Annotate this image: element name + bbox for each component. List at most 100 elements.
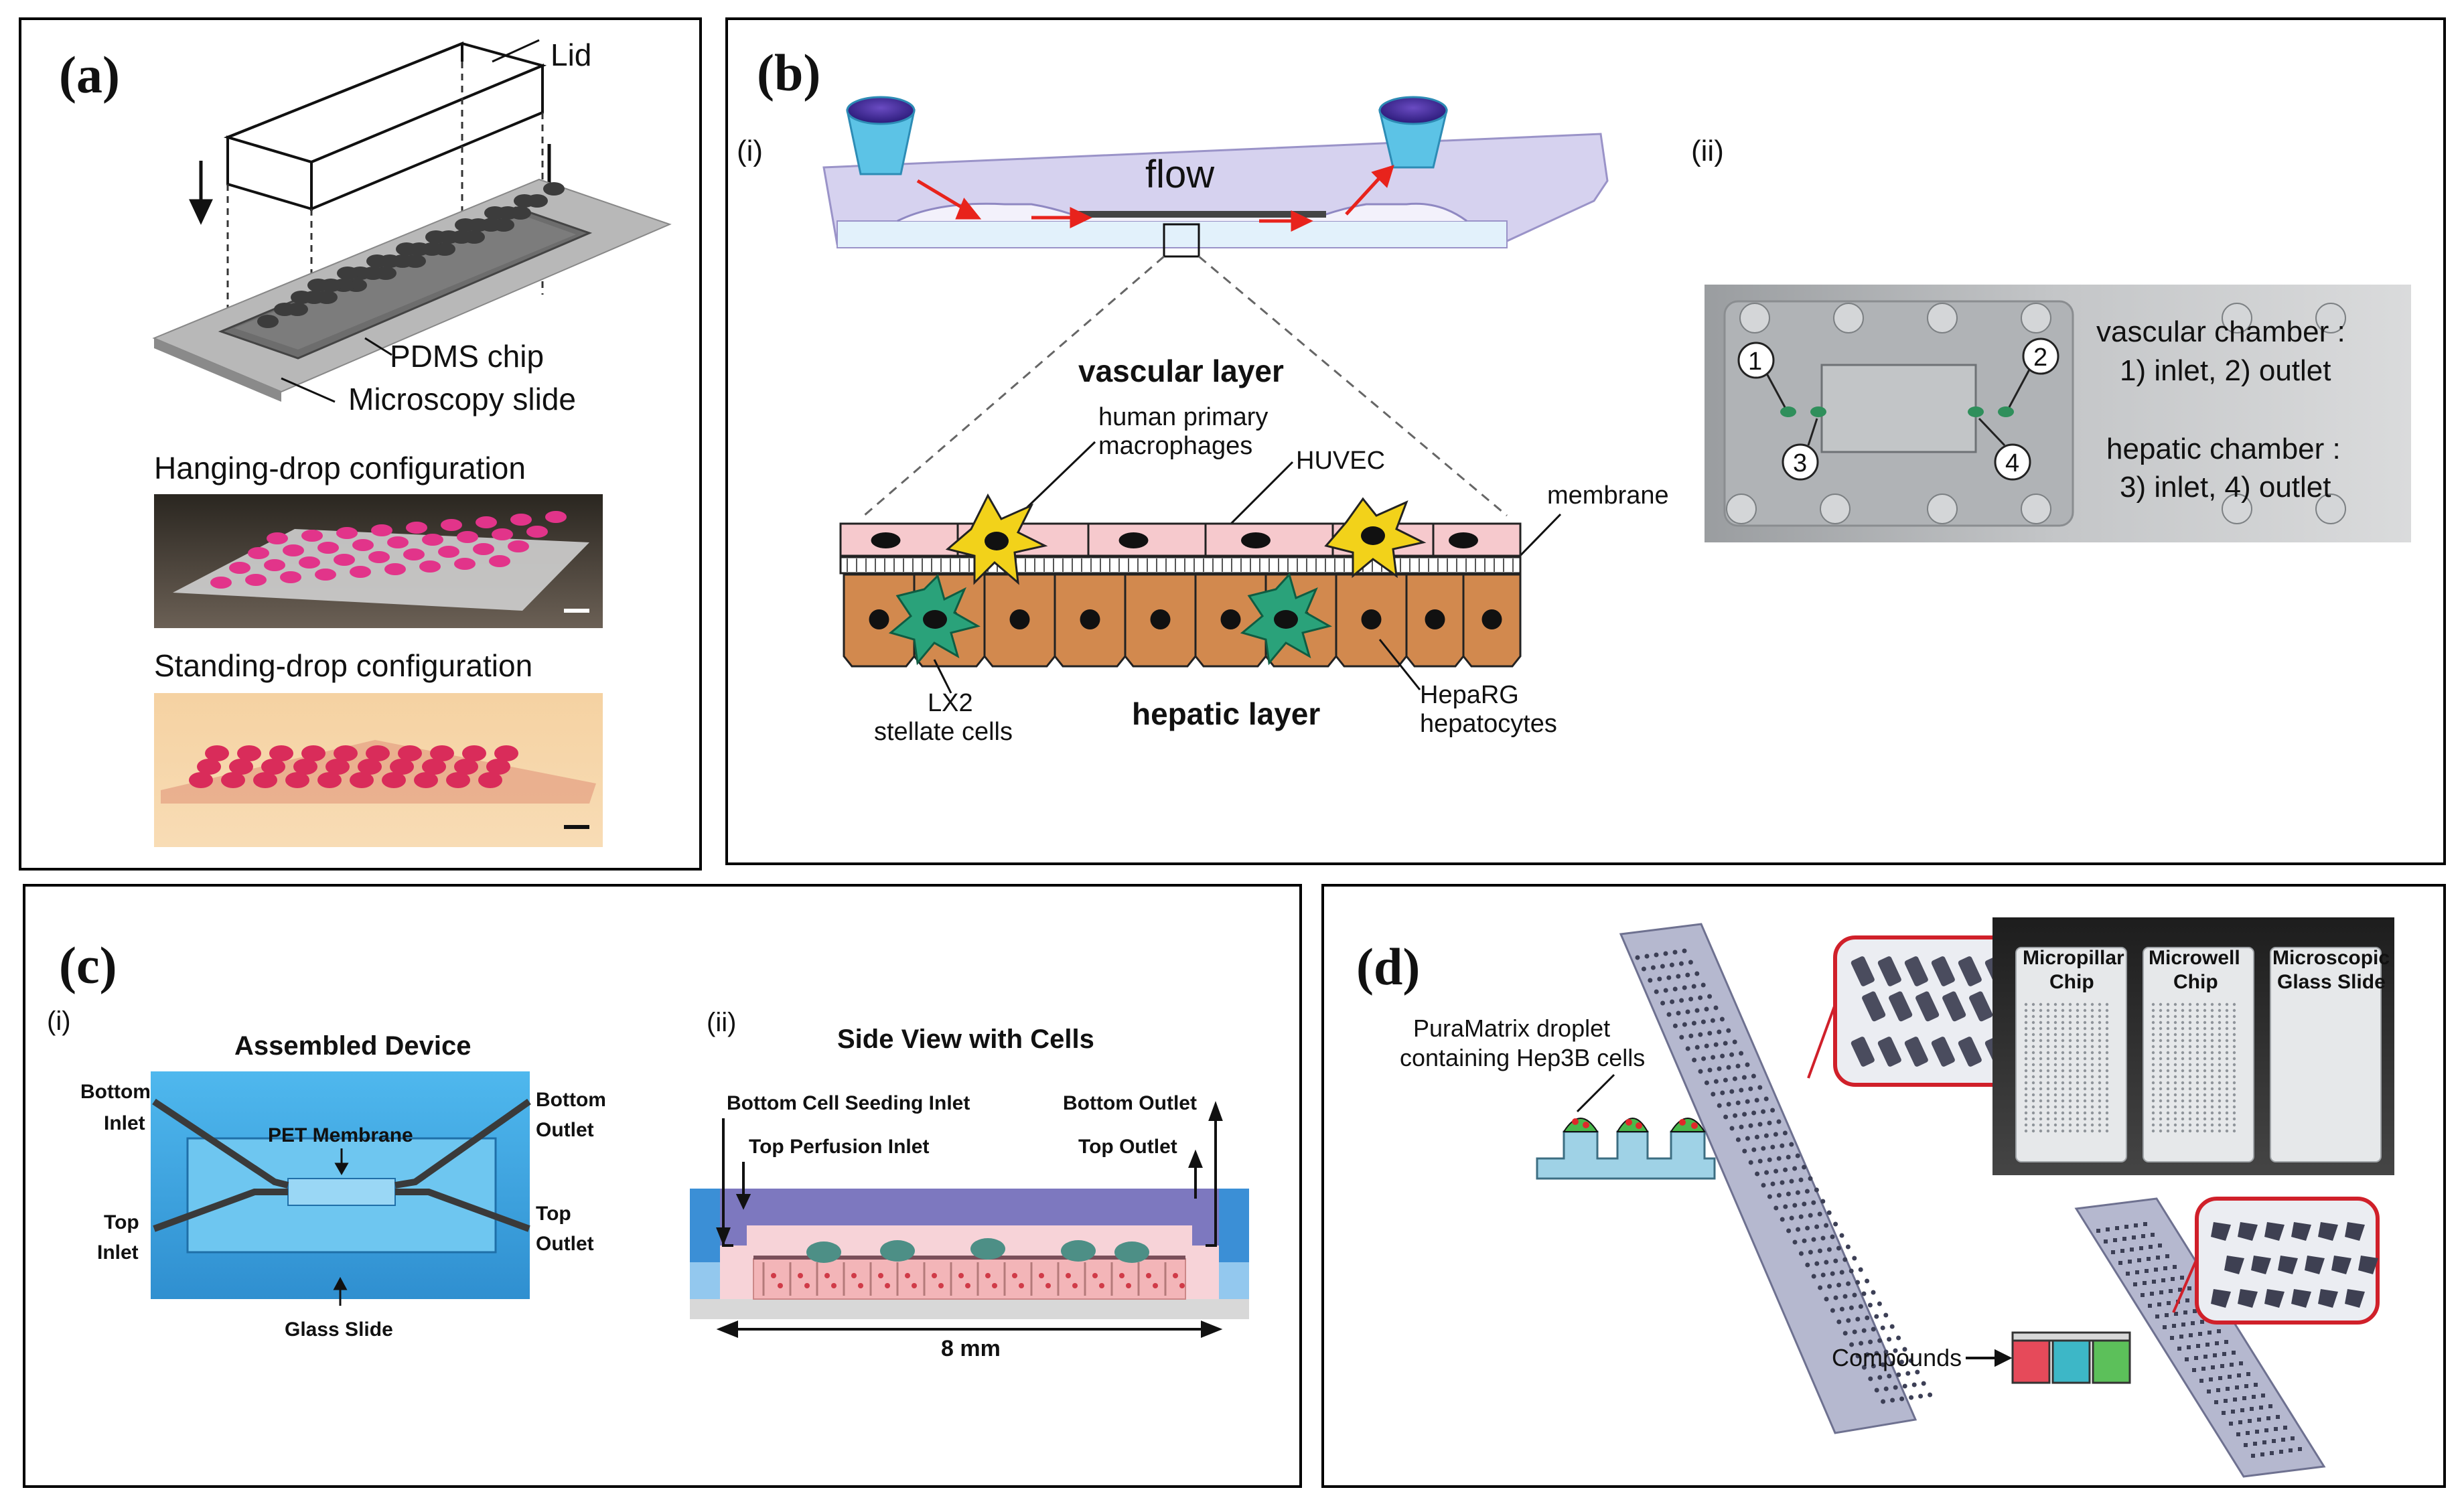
pillar-dot [1672,986,1678,992]
array-dot [2083,1021,2087,1025]
array-dot [2076,1039,2080,1043]
heparg-label-1: HepaRG [1420,681,1519,709]
pillar-dot [1833,1221,1838,1227]
well-dot [2200,1320,2204,1324]
array-dot [2225,1123,2229,1127]
panel-b-frame [725,17,2446,865]
pillar-dot [1692,1057,1697,1063]
array-dot [2053,1117,2057,1121]
side-view-arrows [716,1101,1223,1247]
array-dot [2046,1129,2050,1133]
hanging-drop-title: Hanging-drop configuration [154,451,526,485]
array-dot [2210,1111,2214,1115]
top-inlet-1: Top [104,1211,139,1233]
array-dot [2076,1021,2080,1025]
array-dot [2173,1123,2177,1127]
array-dot [2210,1105,2214,1109]
panel-b-sub-ii: (ii) [1691,135,1724,167]
array-dot [2098,1123,2102,1127]
array-dot [2031,1105,2035,1109]
well-dot [2244,1443,2248,1447]
array-dot [2159,1093,2163,1097]
array-dot [2083,1093,2087,1097]
pillar-dot [1700,1019,1706,1025]
array-dot [2159,1123,2163,1127]
array-dot [2210,1057,2214,1061]
pillar-dot [1792,1203,1798,1208]
top-outlet-1: Top [536,1203,571,1225]
microwell [2358,1256,2378,1274]
well-dot [2216,1388,2220,1392]
array-dot [2039,1033,2043,1037]
pillar-dot [1908,1358,1913,1363]
hanging-drop [248,547,269,559]
port-marker-leaders [1765,369,2031,447]
hanging-drop [438,546,459,558]
chip-photo-holes [1726,303,2346,524]
microwell [2278,1256,2298,1274]
well-dot [2235,1385,2239,1389]
array-dot [2151,1057,2155,1061]
array-dot [2039,1069,2043,1073]
array-dot [2232,1051,2236,1055]
standing-drop [446,772,470,788]
well-dot [2134,1223,2138,1227]
slide-leader [281,377,336,403]
array-dot [2024,1021,2028,1025]
standing-drop [317,772,342,788]
pillar-dot [1770,1144,1775,1150]
micropillar-array [1635,948,1933,1404]
array-dot [2061,1075,2065,1079]
array-dot [2210,1075,2214,1079]
array-dot [2098,1099,2102,1103]
array-dot [2218,1117,2222,1121]
well-dot [2222,1411,2226,1415]
array-dot [2166,1045,2170,1049]
array-dot [2068,1075,2072,1079]
pillar-dot [1745,1062,1750,1067]
array-dot [2181,1039,2185,1043]
pillar-dot [1723,1077,1728,1083]
hanging-drop [334,554,355,566]
array-dot [2046,1087,2050,1091]
array-dot [2068,1002,2072,1006]
hanging-drop [301,530,323,542]
standing-drop [334,745,358,761]
array-dot [2105,1105,2109,1109]
array-dot [2203,1008,2207,1012]
array-dot [2024,1063,2028,1067]
well-dot [2232,1351,2236,1355]
array-dot [2068,1021,2072,1025]
micropillar-chip-label-1: Micropillar [2023,947,2124,969]
array-dot [2090,1057,2094,1061]
array-dot [2061,1093,2065,1097]
pillar-dot [1755,1171,1760,1177]
pillar-dot [1711,1055,1716,1060]
pillar-dot [1846,1281,1851,1286]
array-dot [2024,1008,2028,1012]
array-dot [2046,1111,2050,1115]
compound-wells [2011,1331,2131,1384]
hepatic-chamber-label: hepatic chamber : [2106,433,2341,465]
panel-a-tag: (a) [59,46,120,104]
puramatrix-label-1: PuraMatrix droplet [1413,1014,1610,1042]
nucleus [1080,609,1100,629]
pillar-dot [1694,971,1700,976]
pillar-dot [1711,1091,1716,1097]
array-dot [2068,1093,2072,1097]
port-hole [1927,494,1958,524]
array-dot [2173,1002,2177,1006]
pillar [1931,1037,1955,1067]
array-dot [2098,1039,2102,1043]
pillar-dot [1717,1066,1722,1071]
well-dot [2148,1304,2152,1308]
array-dot [2173,1039,2177,1043]
lid-label: Lid [551,37,591,72]
array-dot [2181,1057,2185,1061]
array-dot [2225,1051,2229,1055]
pillar-dot [1802,1201,1807,1207]
array-dot [2083,1069,2087,1073]
pillar-dot [1735,1100,1741,1106]
array-dot [2076,1051,2080,1055]
pillar-dot [1770,1108,1775,1113]
